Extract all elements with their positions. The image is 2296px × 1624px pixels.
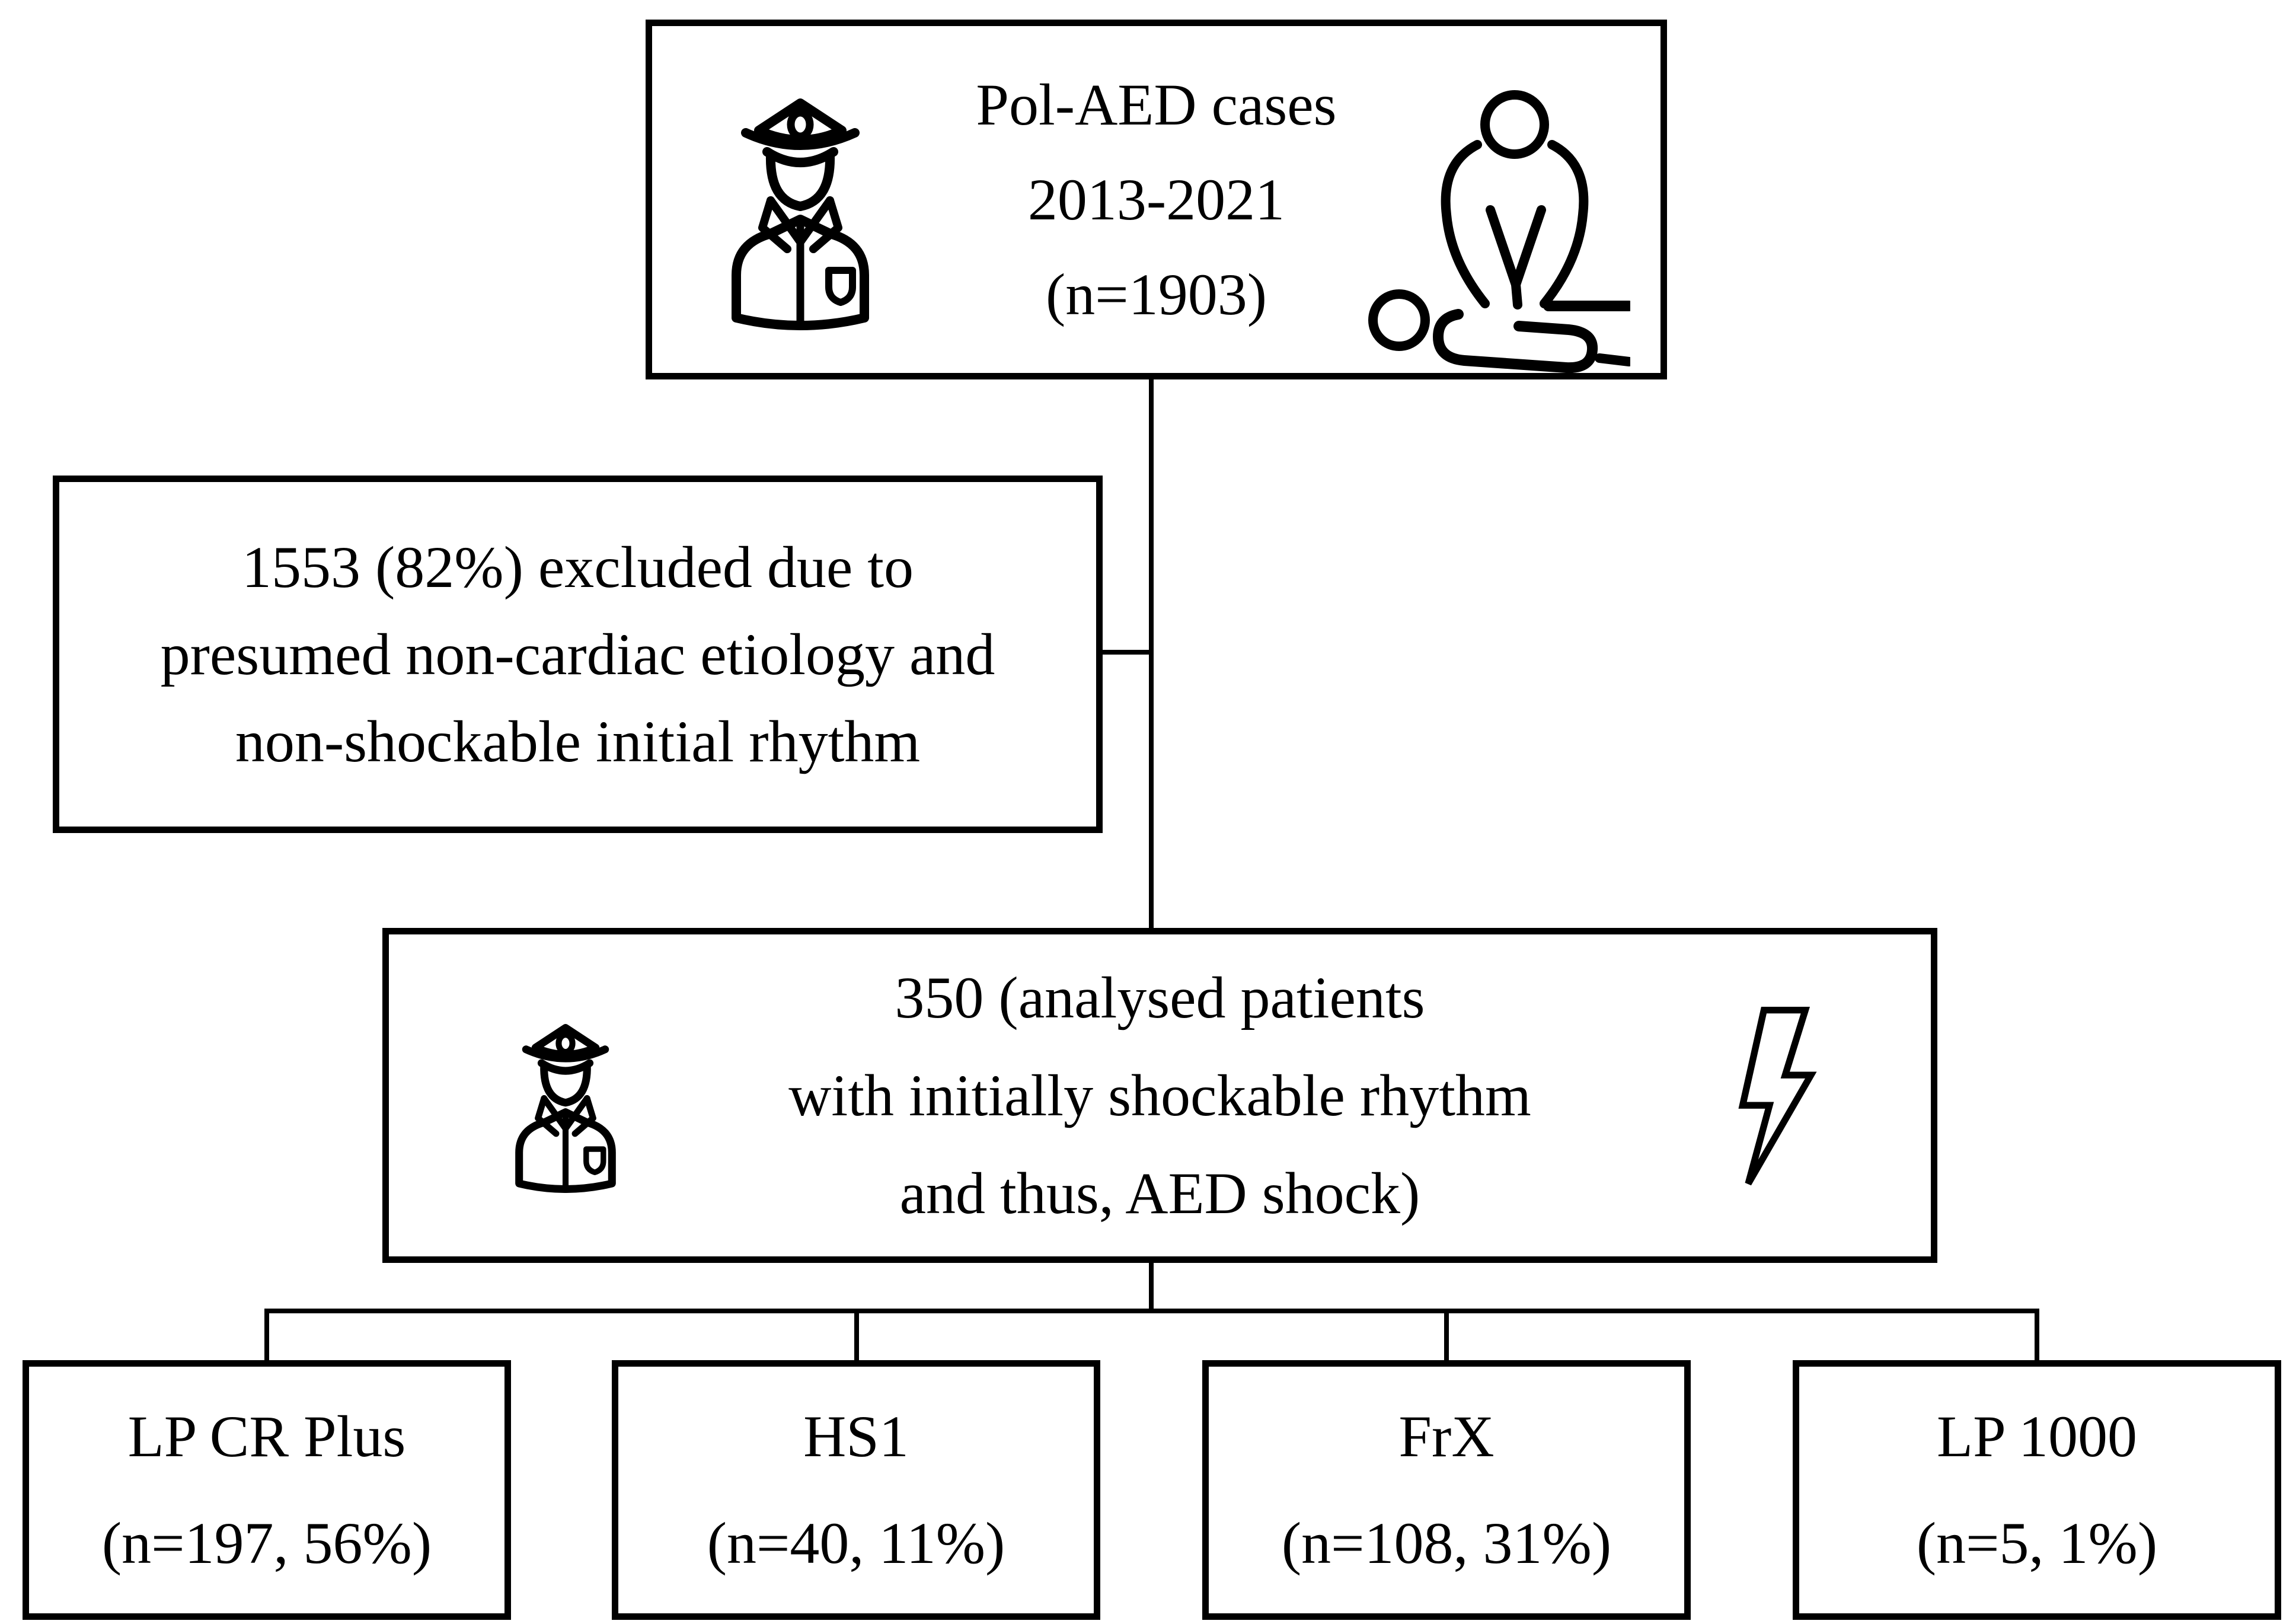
police-officer-icon <box>711 94 889 331</box>
device-box-frx: FrX (n=108, 31%) <box>1202 1360 1691 1620</box>
device-name: FrX <box>1398 1403 1495 1469</box>
device-count: (n=108, 31%) <box>1281 1510 1612 1576</box>
study-population-line3: (n=1903) <box>1046 261 1267 327</box>
device-name: HS1 <box>803 1403 909 1469</box>
device-box-hs1: HS1 (n=40, 11%) <box>612 1360 1100 1620</box>
device-name: LP CR Plus <box>127 1403 406 1469</box>
lightning-bolt-icon <box>1728 1002 1829 1192</box>
connector-excluded-branch <box>1100 650 1153 655</box>
connector-drop-3 <box>1444 1309 1449 1364</box>
device-text: LP CR Plus (n=197, 56%) <box>29 1383 504 1597</box>
exclusion-line1: 1553 (82%) excluded due to <box>241 534 914 600</box>
device-text: HS1 (n=40, 11%) <box>618 1383 1094 1597</box>
study-population-line2: 2013-2021 <box>1027 166 1285 232</box>
device-text: FrX (n=108, 31%) <box>1209 1383 1684 1597</box>
device-text: LP 1000 (n=5, 1%) <box>1799 1383 2275 1597</box>
device-box-lp-cr-plus: LP CR Plus (n=197, 56%) <box>23 1360 511 1620</box>
cpr-chest-compression-icon <box>1363 83 1630 374</box>
connector-drop-4 <box>2035 1309 2039 1364</box>
device-count: (n=5, 1%) <box>1916 1510 2158 1576</box>
connector-drop-1 <box>264 1309 269 1364</box>
police-officer-icon <box>501 1021 630 1193</box>
device-box-lp-1000: LP 1000 (n=5, 1%) <box>1793 1360 2281 1620</box>
connector-trunk-bottom <box>1149 1260 1154 1313</box>
device-name: LP 1000 <box>1937 1403 2137 1469</box>
study-population-line1: Pol-AED cases <box>976 71 1337 138</box>
exclusion-text: 1553 (82%) excluded due to presumed non-… <box>59 524 1096 785</box>
analysed-line1: 350 (analysed patients <box>895 965 1425 1030</box>
study-population-text: Pol-AED cases 2013-2021 (n=1903) <box>652 58 1660 342</box>
analysed-line3: and thus, AED shock) <box>899 1160 1420 1226</box>
exclusion-box: 1553 (82%) excluded due to presumed non-… <box>53 476 1103 833</box>
exclusion-line3: non-shockable initial rhythm <box>235 709 921 774</box>
connector-drop-2 <box>854 1309 859 1364</box>
device-count: (n=197, 56%) <box>101 1510 432 1576</box>
analysed-line2: with initially shockable rhythm <box>788 1063 1531 1128</box>
analysed-patients-text: 350 (analysed patients with initially sh… <box>389 949 1931 1242</box>
exclusion-line2: presumed non-cardiac etiology and <box>160 621 995 687</box>
connector-distributor <box>264 1309 2039 1313</box>
analysed-patients-box: 350 (analysed patients with initially sh… <box>382 928 1937 1263</box>
device-count: (n=40, 11%) <box>707 1510 1005 1576</box>
